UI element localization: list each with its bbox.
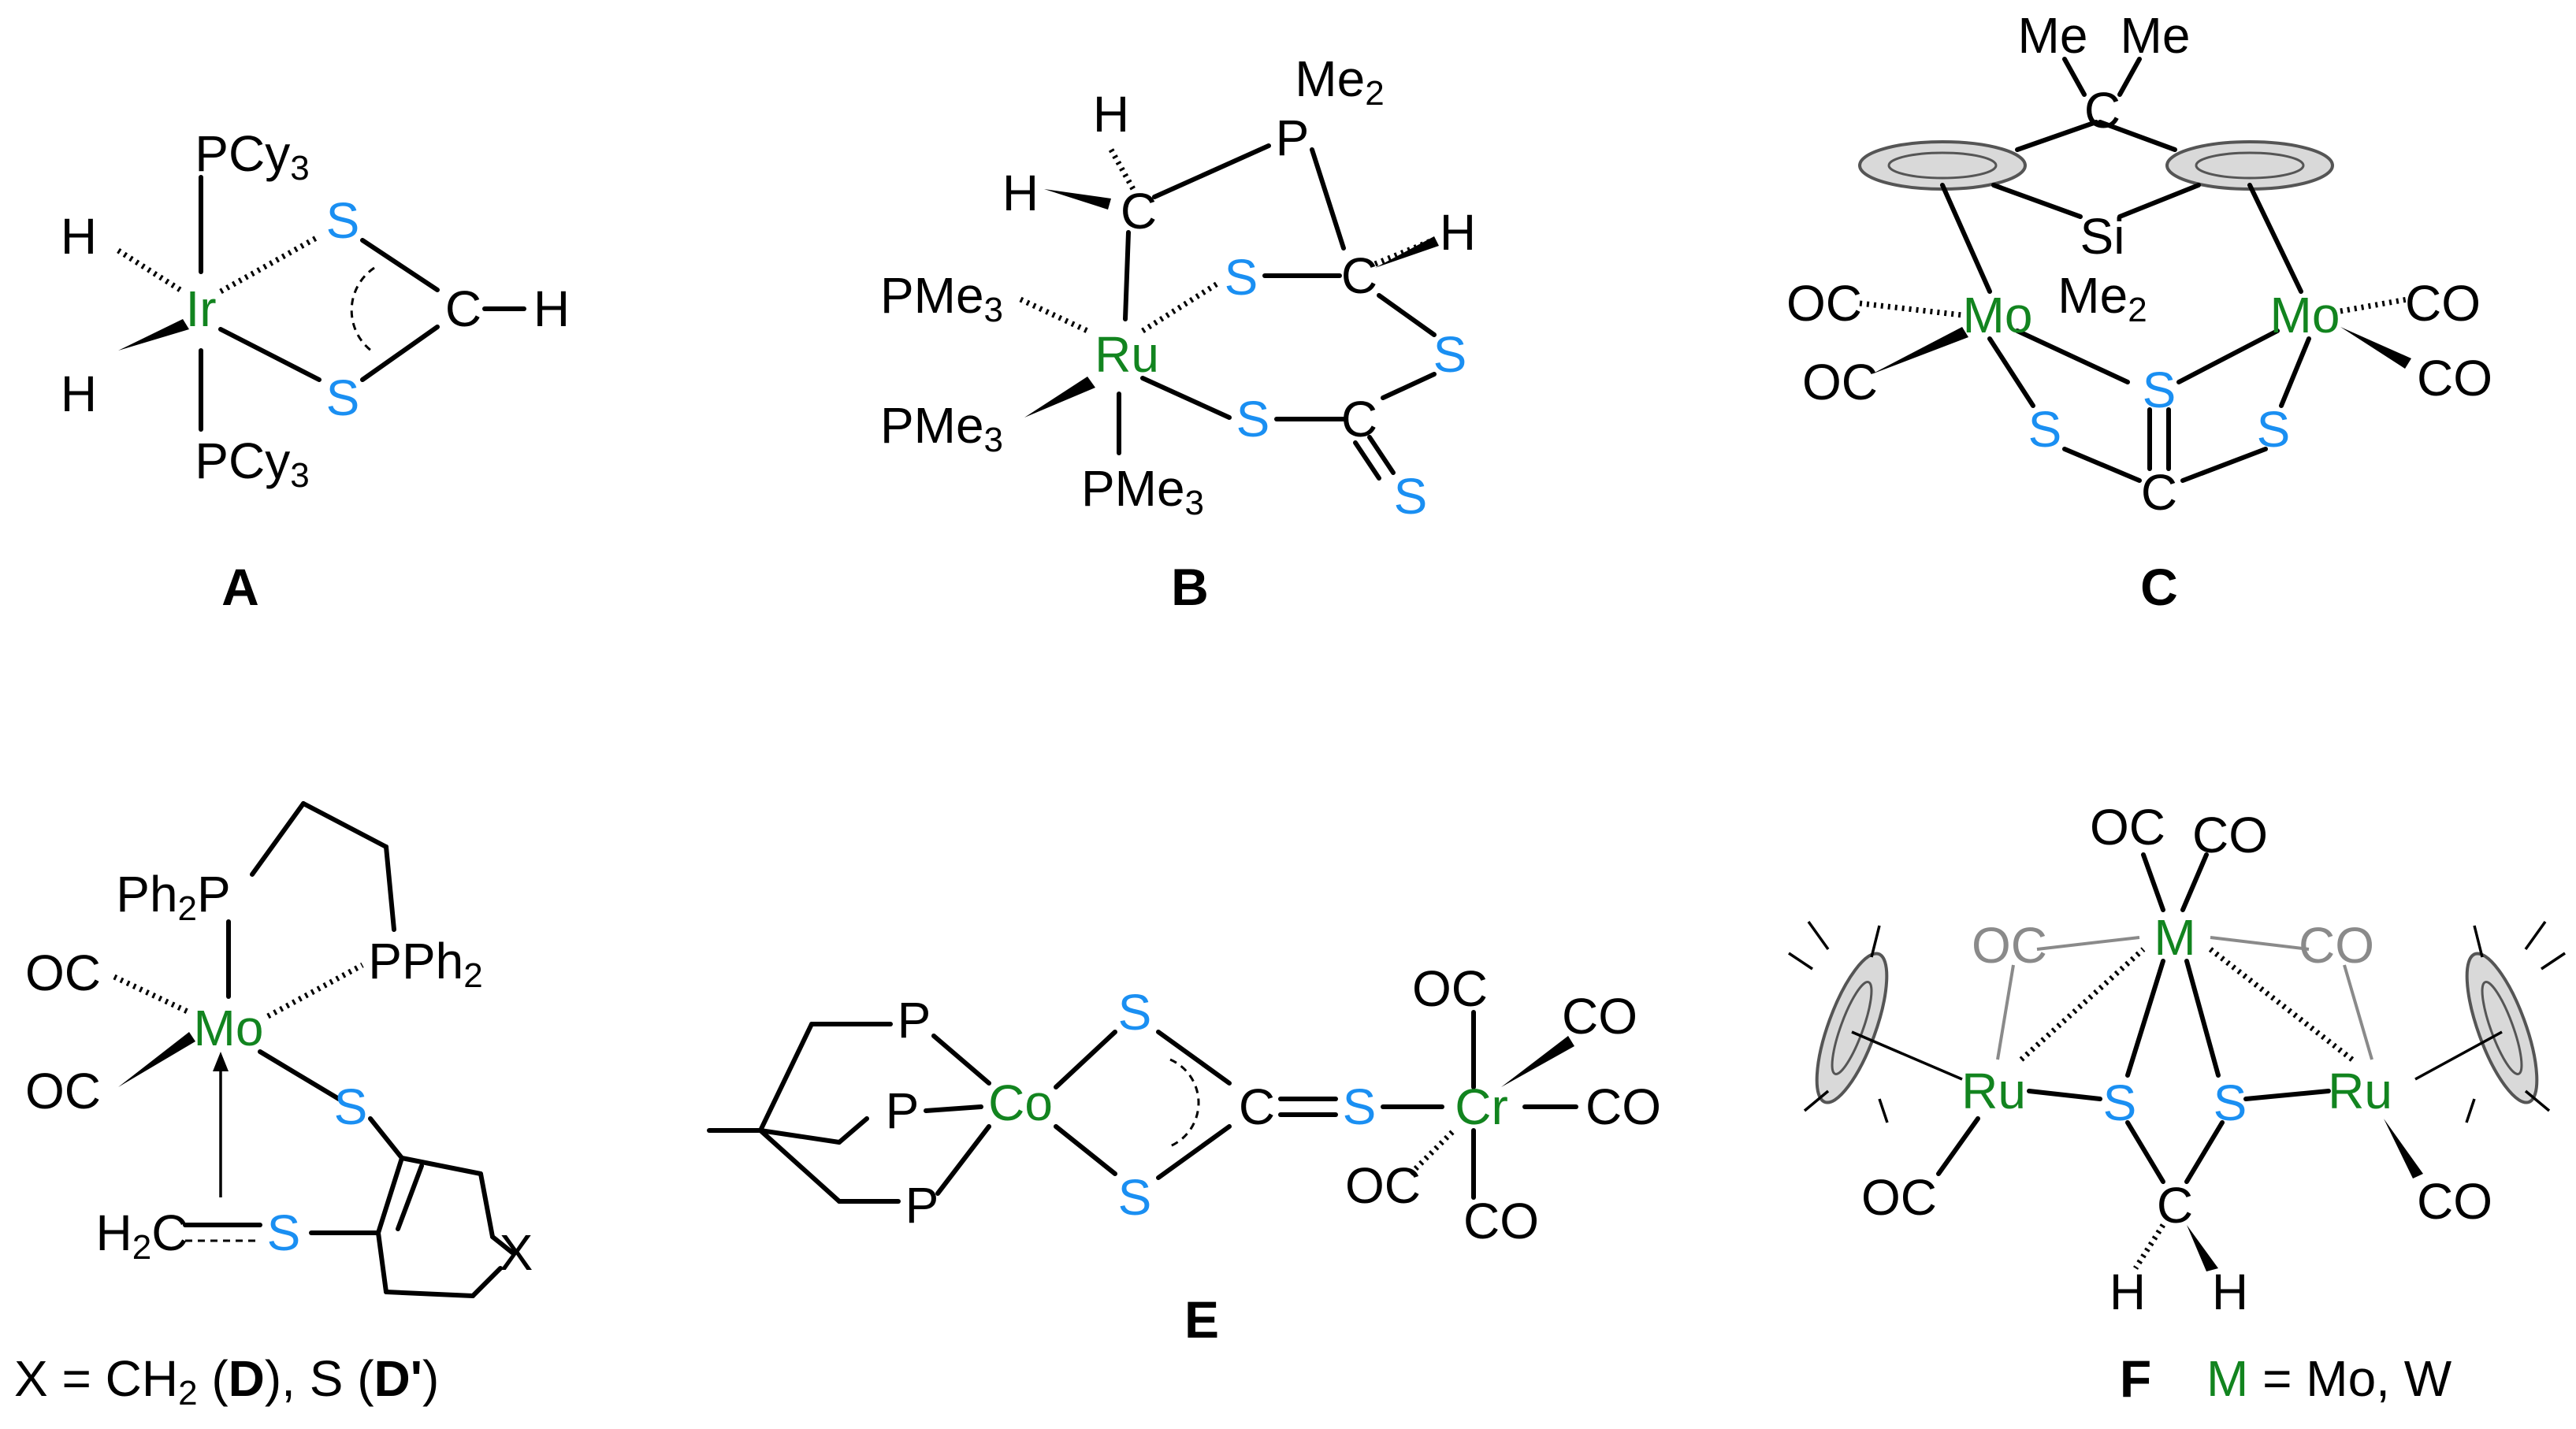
pme3-lower-left: PMe3 xyxy=(880,397,1003,459)
compound-D: Ph2P PPh2 Mo OC OC S S H2C X X = CH2 (D)… xyxy=(14,801,533,1412)
ring-x: X xyxy=(500,1224,533,1281)
thione-sulfur: S xyxy=(267,1204,301,1261)
sulfur-3: S xyxy=(1236,391,1270,447)
sulfur-right: S xyxy=(2214,1075,2247,1131)
sulfur-1: S xyxy=(1225,249,1258,306)
label-A: A xyxy=(221,558,259,616)
methine-carbon: C xyxy=(1341,247,1377,304)
hydride-bottom: H xyxy=(61,366,97,422)
thiolate-sulfur: S xyxy=(334,1078,368,1135)
compound-C: Me Me C Si Me2 Mo Mo OC OC CO CO S S S C… xyxy=(1786,7,2492,616)
bridging-carbonyl-left: OC xyxy=(1972,917,2047,974)
sulfur-center: S xyxy=(2143,362,2176,418)
m-center: M xyxy=(2154,909,2195,966)
carbonyl-lower-left: OC xyxy=(1345,1157,1421,1214)
sulfur-2: S xyxy=(1433,326,1467,383)
mo-label: Mo xyxy=(194,1000,264,1056)
bridging-carbonyl-right: CO xyxy=(2299,917,2374,974)
compound-E: P P P Co S S C S Cr OC CO CO OC CO E xyxy=(707,960,1661,1349)
silicon-methyls: Me2 xyxy=(2057,267,2147,329)
compound-F: M OC CO OC CO Ru Ru S S C H H OC CO F M … xyxy=(1788,799,2566,1408)
carbonyl-top-left: OC xyxy=(2090,799,2165,856)
carbonyl-upper: OC xyxy=(25,945,101,1001)
m-legend: M = Mo, W xyxy=(2206,1350,2452,1407)
carbonyl-bottom-left: OC xyxy=(1861,1169,1937,1226)
label-C: C xyxy=(2140,558,2178,616)
label-F: F xyxy=(2120,1349,2151,1408)
sulfur-bottom: S xyxy=(326,369,360,426)
carbon: C xyxy=(1239,1078,1275,1135)
hydrogen-right: H xyxy=(2212,1264,2248,1320)
methylene-carbon: C xyxy=(1121,183,1157,239)
methylene-h-left: H xyxy=(1002,165,1039,221)
central-carbon: C xyxy=(2141,464,2177,521)
pcy3-bottom: PCy3 xyxy=(195,432,309,495)
methylene-group: H2C xyxy=(96,1204,188,1267)
phosphorus-middle: P xyxy=(886,1082,920,1139)
sulfur-top: S xyxy=(1118,984,1152,1041)
bridge-phosphorus: P xyxy=(1276,109,1310,166)
carbon: C xyxy=(445,280,481,337)
carbonyl-lower-left: OC xyxy=(1802,354,1878,410)
sulfur-top: S xyxy=(326,192,360,249)
methylene-h-top: H xyxy=(1093,86,1129,143)
co-label: Co xyxy=(988,1075,1053,1131)
sulfur-right: S xyxy=(2257,401,2291,458)
hydrogen-left: H xyxy=(2109,1264,2146,1320)
carbonyl-bottom: CO xyxy=(1463,1193,1539,1249)
cr-label: Cr xyxy=(1455,1078,1508,1135)
ph2p-left: Ph2P xyxy=(116,866,230,928)
ru-left: Ru xyxy=(1961,1063,2026,1119)
dithio-carbon: C xyxy=(1341,391,1377,447)
phosphorus-bottom: P xyxy=(905,1177,939,1234)
ru-right: Ru xyxy=(2328,1063,2392,1119)
sulfur-4: S xyxy=(1394,468,1428,525)
mo-right: Mo xyxy=(2270,287,2340,343)
d-caption: X = CH2 (D), S (D') xyxy=(14,1350,439,1412)
ir-label: Ir xyxy=(185,280,216,337)
phosphorus-methyls: Me2 xyxy=(1295,50,1384,113)
pme3-upper-left: PMe3 xyxy=(880,267,1003,329)
methyl-right: Me xyxy=(2121,7,2191,64)
thione-sulfur: S xyxy=(1343,1078,1377,1135)
mo-left: Mo xyxy=(1963,287,2033,343)
carbonyl-upper-right: CO xyxy=(2405,275,2481,332)
carbonyl-lower-right: CO xyxy=(2417,350,2492,406)
label-B: B xyxy=(1171,558,1209,616)
methylene-carbon: C xyxy=(2157,1177,2193,1234)
carbonyl-lower: OC xyxy=(25,1063,101,1119)
sulfur-left: S xyxy=(2103,1075,2137,1131)
compound-A: Ir PCy3 PCy3 H H S S C H A xyxy=(61,125,570,616)
carbonyl-right: CO xyxy=(1585,1078,1661,1135)
phosphorus-top: P xyxy=(898,992,931,1049)
carbonyl-upper-left: OC xyxy=(1786,275,1862,332)
bridge-carbon: C xyxy=(2084,82,2121,139)
carbonyl-bottom-right: CO xyxy=(2417,1173,2492,1230)
ru-label: Ru xyxy=(1095,326,1159,383)
compound-B: Ru PMe3 PMe3 PMe3 C H H P Me2 S C H S S … xyxy=(880,50,1476,616)
methine-hydrogen: H xyxy=(1440,204,1476,261)
ch-hydrogen: H xyxy=(533,280,570,337)
sulfur-bottom: S xyxy=(1118,1169,1152,1226)
hydride-top: H xyxy=(61,208,97,265)
carbonyl-top: OC xyxy=(1412,960,1488,1017)
carbonyl-upper-right: CO xyxy=(1562,988,1637,1045)
silicon: Si xyxy=(2080,208,2125,265)
pph2-right: PPh2 xyxy=(368,933,482,995)
label-E: E xyxy=(1184,1290,1219,1349)
carbonyl-top-right: CO xyxy=(2192,807,2268,863)
sulfur-left: S xyxy=(2028,401,2062,458)
pcy3-top: PCy3 xyxy=(195,125,309,187)
pme3-bottom: PMe3 xyxy=(1081,460,1204,522)
methyl-left: Me xyxy=(2018,7,2088,64)
